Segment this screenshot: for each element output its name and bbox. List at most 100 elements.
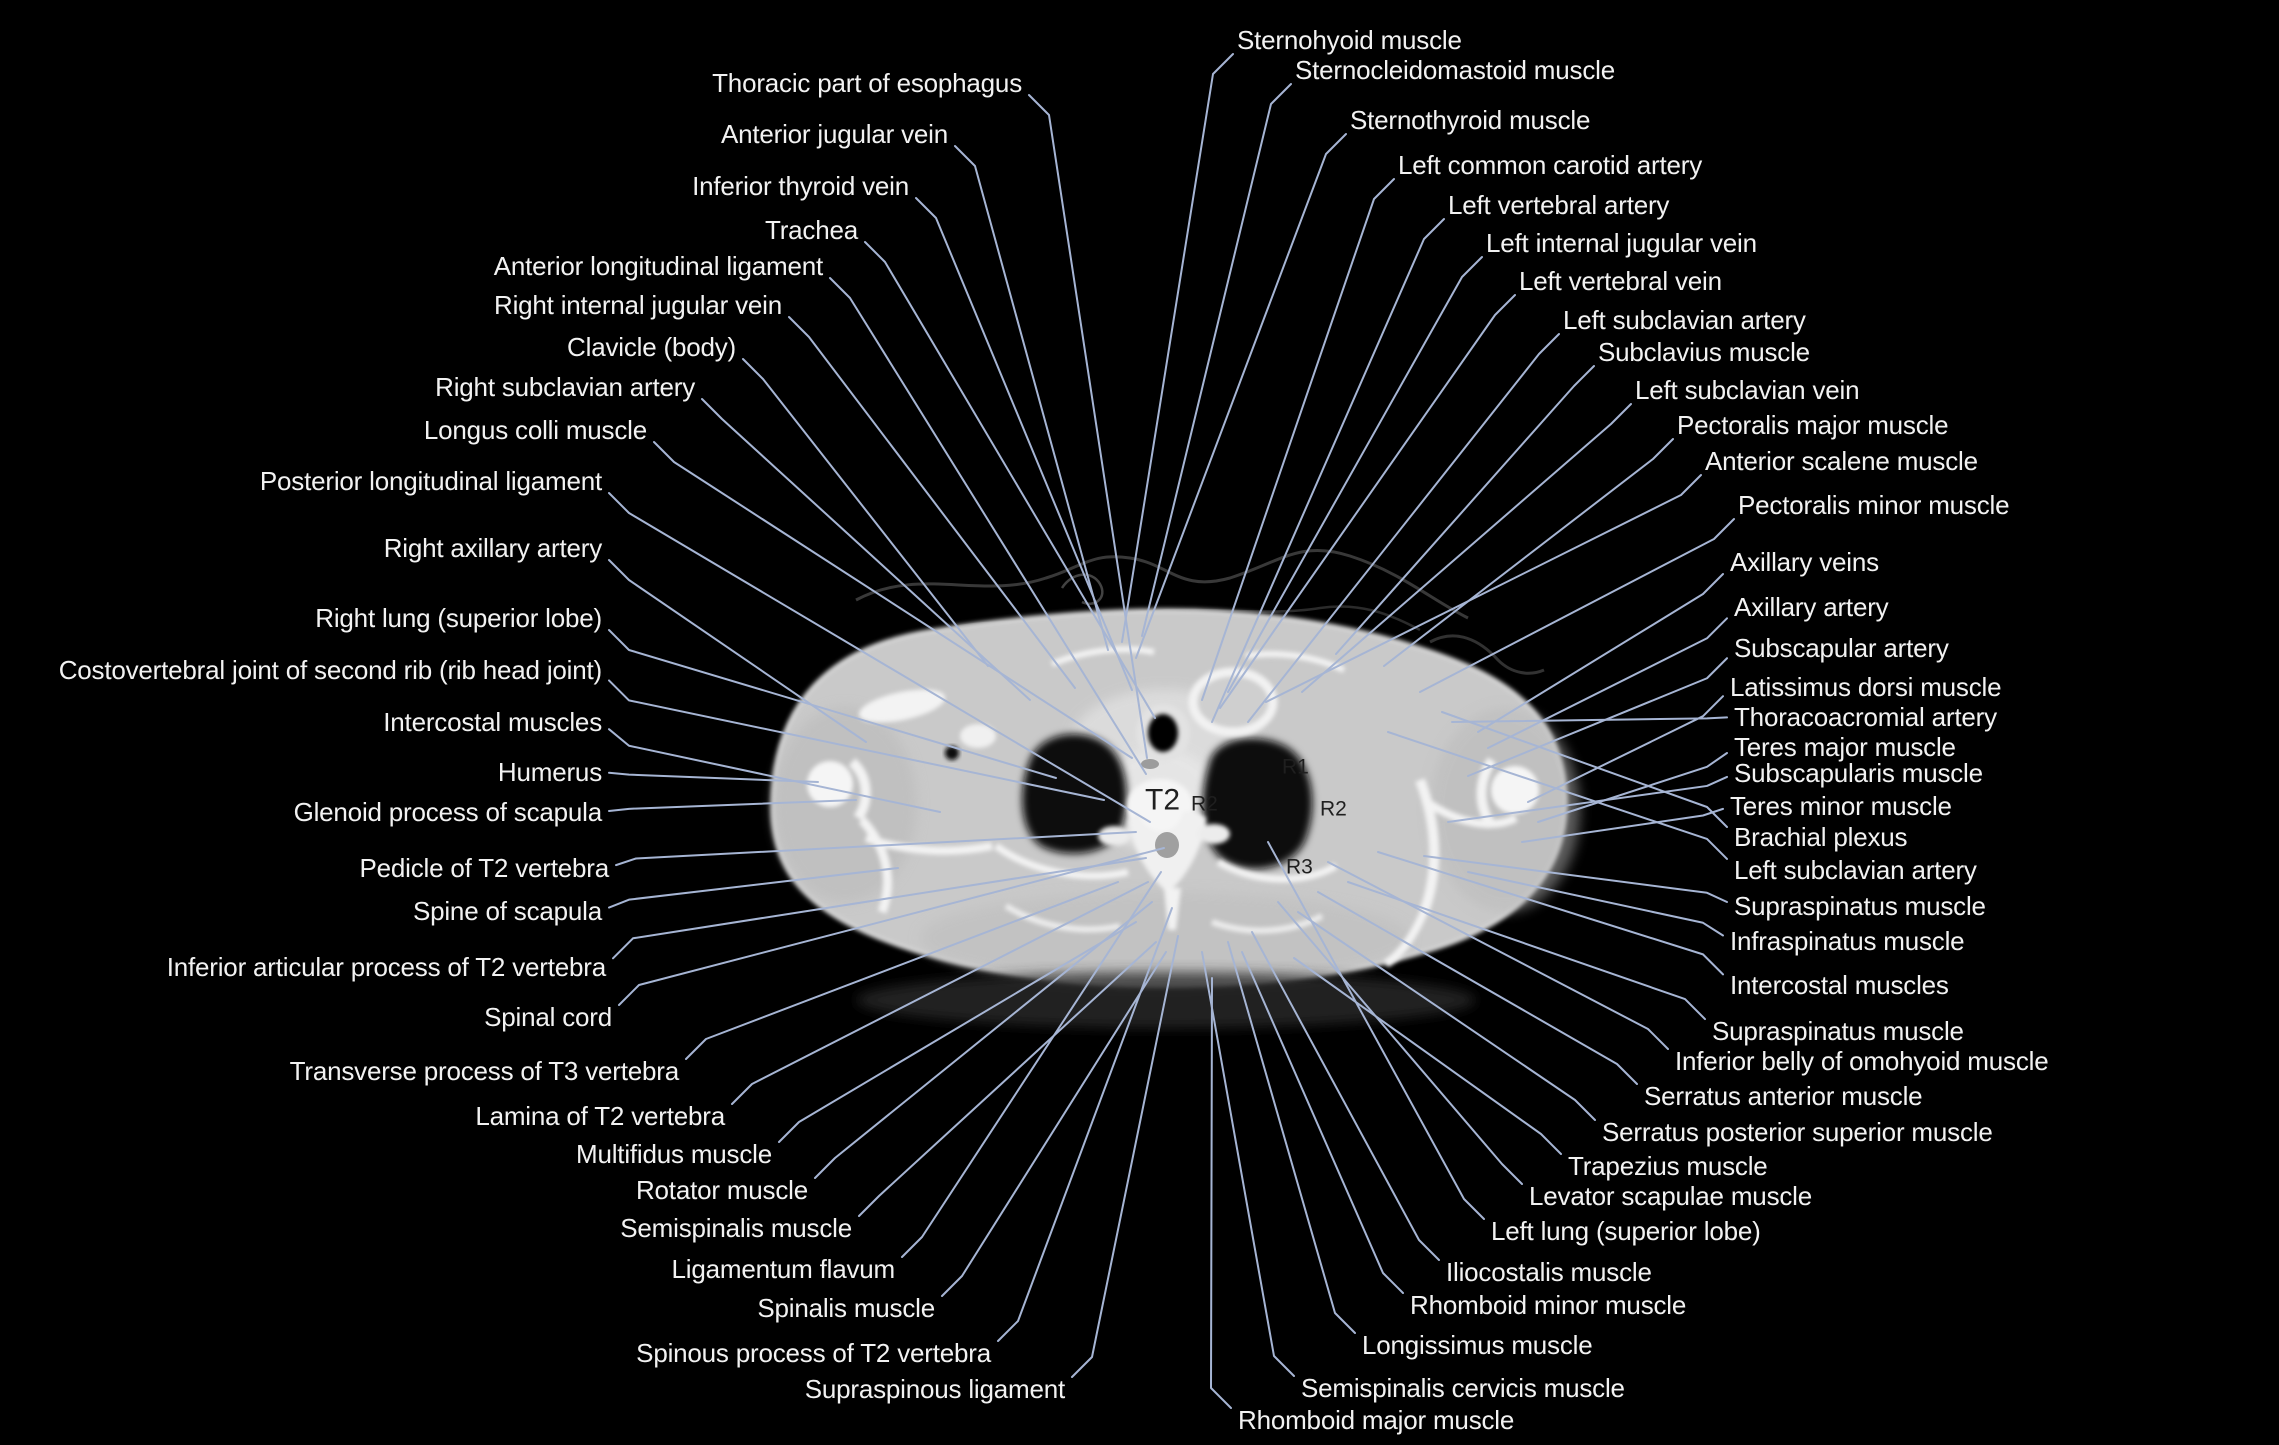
leader-line — [1135, 133, 1347, 659]
anatomy-label: Teres major muscle — [1734, 732, 1956, 762]
leader-line — [1297, 911, 1596, 1121]
leader-line — [954, 145, 1109, 651]
leader-line — [864, 241, 1156, 719]
leader-line — [1211, 218, 1445, 723]
anatomy-label: Infraspinatus muscle — [1730, 926, 1964, 956]
anatomy-label: Spine of scapula — [413, 896, 603, 926]
leader-line — [1251, 931, 1440, 1261]
anatomy-label: Left vertebral artery — [1448, 190, 1669, 220]
leader-line — [608, 559, 867, 743]
anatomy-label: Anterior scalene muscle — [1705, 446, 1978, 476]
leader-line — [1537, 752, 1728, 823]
anatomy-label: Glenoid process of scapula — [294, 797, 603, 827]
anatomy-label: Latissimus dorsi muscle — [1730, 672, 2001, 702]
anatomy-label: Sternohyoid muscle — [1237, 25, 1462, 55]
anatomy-label: Axillary veins — [1730, 547, 1879, 577]
leader-line — [1219, 294, 1516, 709]
leader-line — [615, 831, 1137, 867]
leader-line — [915, 197, 1133, 691]
anatomy-label: Supraspinous ligament — [805, 1374, 1066, 1404]
anatomy-label: Levator scapulae muscle — [1529, 1181, 1812, 1211]
leader-line — [1265, 474, 1702, 703]
leader-line — [608, 629, 1057, 779]
anatomy-label: Inferior articular process of T2 vertebr… — [167, 952, 607, 982]
leader-line — [1241, 951, 1404, 1294]
leader-line — [1327, 861, 1669, 1050]
leader-line — [1423, 855, 1728, 903]
anatomy-label: Longus colli muscle — [424, 415, 647, 445]
anatomy-label: Right lung (superior lobe) — [315, 603, 602, 633]
ct-vessel-dot — [945, 746, 959, 760]
leader-line — [618, 847, 1165, 1006]
leader-line — [941, 951, 1167, 1297]
anatomy-label: Sternocleidomastoid muscle — [1295, 55, 1615, 85]
anatomy-label: Left common carotid artery — [1398, 150, 1702, 180]
leader-line — [608, 799, 857, 813]
anatomy-label: Iliocostalis muscle — [1446, 1257, 1652, 1287]
leader-line — [742, 358, 989, 667]
anatomy-label: Inferior thyroid vein — [692, 171, 909, 201]
anatomy-label: Ligamentum flavum — [672, 1254, 895, 1284]
anatomy-label: Lamina of T2 vertebra — [475, 1101, 725, 1131]
leader-line — [608, 771, 819, 783]
leader-line — [1227, 256, 1483, 693]
leader-line — [1441, 711, 1728, 828]
leader-lines-layer — [608, 53, 1735, 1409]
leader-line — [1335, 365, 1595, 655]
ct-marker: T2 — [1145, 784, 1180, 817]
ct-shading — [920, 892, 1410, 984]
anatomy-label: Left vertebral vein — [1519, 266, 1722, 296]
anatomy-label: Left subclavian vein — [1635, 375, 1859, 405]
leader-line — [612, 857, 1147, 960]
ct-marker: R1 — [1282, 756, 1309, 779]
anatomy-label: Inferior belly of omohyoid muscle — [1675, 1046, 2048, 1076]
anatomy-label: Posterior longitudinal ligament — [260, 466, 603, 496]
leader-line — [685, 881, 1119, 1060]
anatomy-label: Right axillary artery — [384, 533, 603, 563]
anatomy-label: Teres minor muscle — [1730, 791, 1952, 821]
anatomy-label: Left subclavian artery — [1734, 855, 1977, 885]
anatomy-label: Intercostal muscles — [383, 707, 602, 737]
anatomy-label: Intercostal muscles — [1730, 970, 1949, 1000]
leader-line — [1227, 941, 1356, 1334]
anatomy-label: Clavicle (body) — [567, 332, 736, 362]
leader-line — [1317, 891, 1638, 1085]
leader-line — [1347, 881, 1706, 1021]
anatomy-label: Rhomboid minor muscle — [1410, 1290, 1686, 1320]
anatomy-label: Thoracic part of esophagus — [712, 68, 1022, 98]
anatomy-label: Semispinalis muscle — [620, 1213, 852, 1243]
anatomy-label: Anterior longitudinal ligament — [494, 251, 824, 281]
anatomy-label: Semispinalis cervicis muscle — [1301, 1373, 1625, 1403]
leader-line — [1451, 716, 1728, 723]
anatomy-label: Right internal jugular vein — [494, 290, 782, 320]
anatomy-label: Left lung (superior lobe) — [1491, 1216, 1761, 1246]
leader-line — [1028, 94, 1148, 759]
leader-line — [901, 871, 1162, 1258]
anatomy-label: Costovertebral joint of second rib (rib … — [59, 655, 602, 685]
leader-line — [1141, 83, 1292, 637]
leader-line — [1387, 731, 1728, 860]
anatomy-label: Longissimus muscle — [1362, 1330, 1593, 1360]
leader-line — [788, 316, 1076, 689]
leader-line — [608, 679, 1105, 801]
leader-line — [731, 881, 1149, 1105]
leader-line — [1301, 403, 1632, 693]
ct-bone-strips — [848, 646, 1518, 968]
anatomy-label: Right subclavian artery — [435, 372, 695, 402]
leader-line — [1419, 518, 1735, 693]
ct-esophagus — [1141, 759, 1159, 769]
ct-spinal-canal — [1155, 832, 1179, 858]
anatomy-label: Left subclavian artery — [1563, 305, 1806, 335]
anatomy-label: Subscapularis muscle — [1734, 758, 1983, 788]
ct-marker: R2 — [1320, 798, 1347, 821]
anatomy-label: Spinal cord — [484, 1002, 612, 1032]
anatomy-label: Supraspinatus muscle — [1734, 891, 1986, 921]
leader-line — [1201, 951, 1295, 1377]
leader-line — [1477, 573, 1724, 733]
ct-left-lung — [1202, 738, 1313, 870]
anatomy-label: Anterior jugular vein — [721, 119, 948, 149]
leader-line — [608, 728, 941, 813]
anatomy-label: Pectoralis major muscle — [1677, 410, 1948, 440]
